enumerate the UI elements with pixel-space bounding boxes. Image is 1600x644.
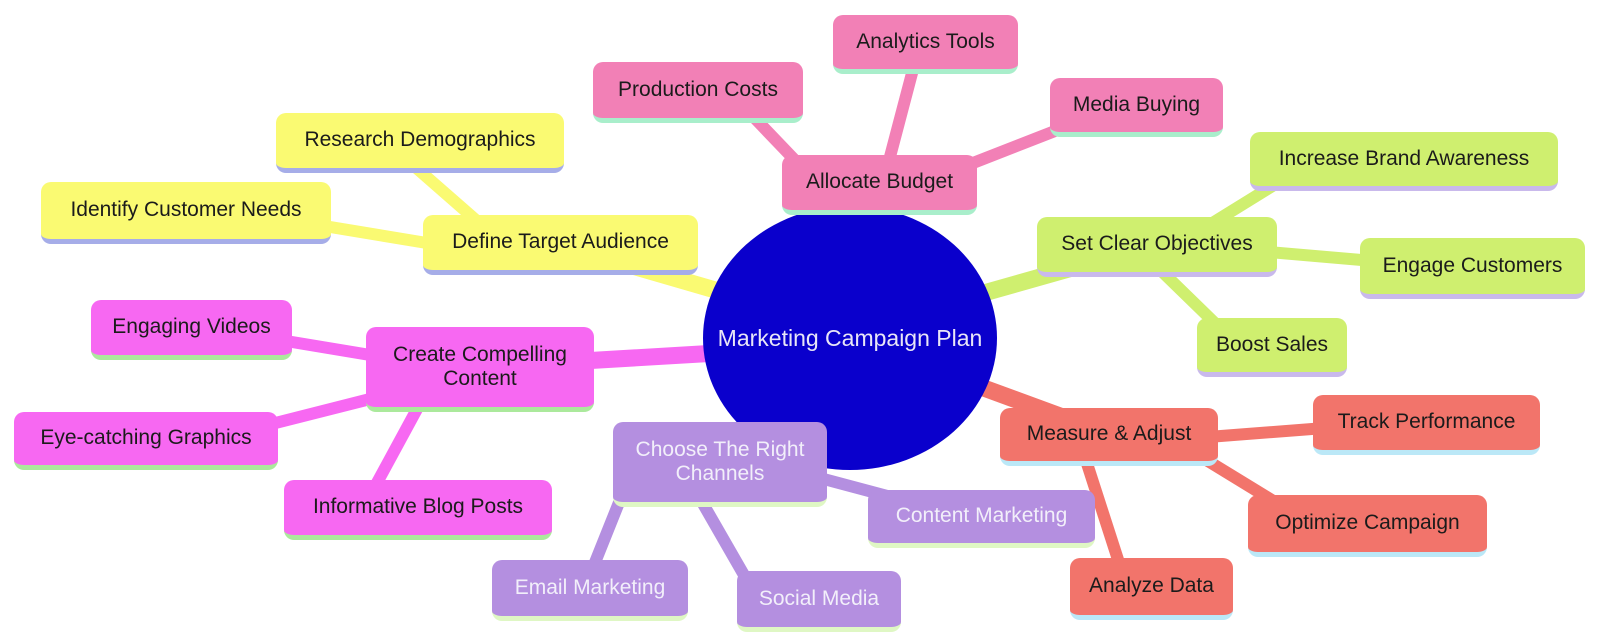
edge-analytics-tools xyxy=(880,56,922,174)
edge-social-media xyxy=(692,492,754,585)
child-boost-sales: Boost Sales xyxy=(1197,318,1347,377)
child-media-buying: Media Buying xyxy=(1050,78,1223,137)
child-email-marketing: Email Marketing xyxy=(492,560,688,621)
child-eye-catching-graphics: Eye-catching Graphics xyxy=(14,412,278,470)
child-informative-blog-posts: Informative Blog Posts xyxy=(284,480,552,540)
child-analytics-tools: Analytics Tools xyxy=(833,15,1018,74)
child-social-media: Social Media xyxy=(737,571,901,632)
branch-allocate-budget: Allocate Budget xyxy=(782,155,977,215)
child-research-demographics: Research Demographics xyxy=(276,113,564,173)
child-analyze-data: Analyze Data xyxy=(1070,558,1233,620)
branch-choose-the-right-channels: Choose The Right Channels xyxy=(613,422,827,507)
child-content-marketing: Content Marketing xyxy=(868,490,1095,548)
child-track-performance: Track Performance xyxy=(1313,395,1540,455)
child-engage-customers: Engage Customers xyxy=(1360,238,1585,299)
branch-set-clear-objectives: Set Clear Objectives xyxy=(1037,217,1277,277)
edge-analyze-data xyxy=(1076,446,1128,574)
branch-create-compelling-content: Create Compelling Content xyxy=(366,327,594,412)
child-optimize-campaign: Optimize Campaign xyxy=(1248,495,1487,557)
child-increase-brand-awareness: Increase Brand Awareness xyxy=(1250,132,1558,191)
child-identify-customer-needs: Identify Customer Needs xyxy=(41,182,331,244)
branch-measure-adjust: Measure & Adjust xyxy=(1000,408,1218,466)
edge-email-marketing xyxy=(586,492,628,573)
branch-define-target-audience: Define Target Audience xyxy=(423,215,698,275)
edge-informative-blog-posts xyxy=(366,395,429,495)
child-engaging-videos: Engaging Videos xyxy=(91,300,292,360)
child-production-costs: Production Costs xyxy=(593,62,803,123)
